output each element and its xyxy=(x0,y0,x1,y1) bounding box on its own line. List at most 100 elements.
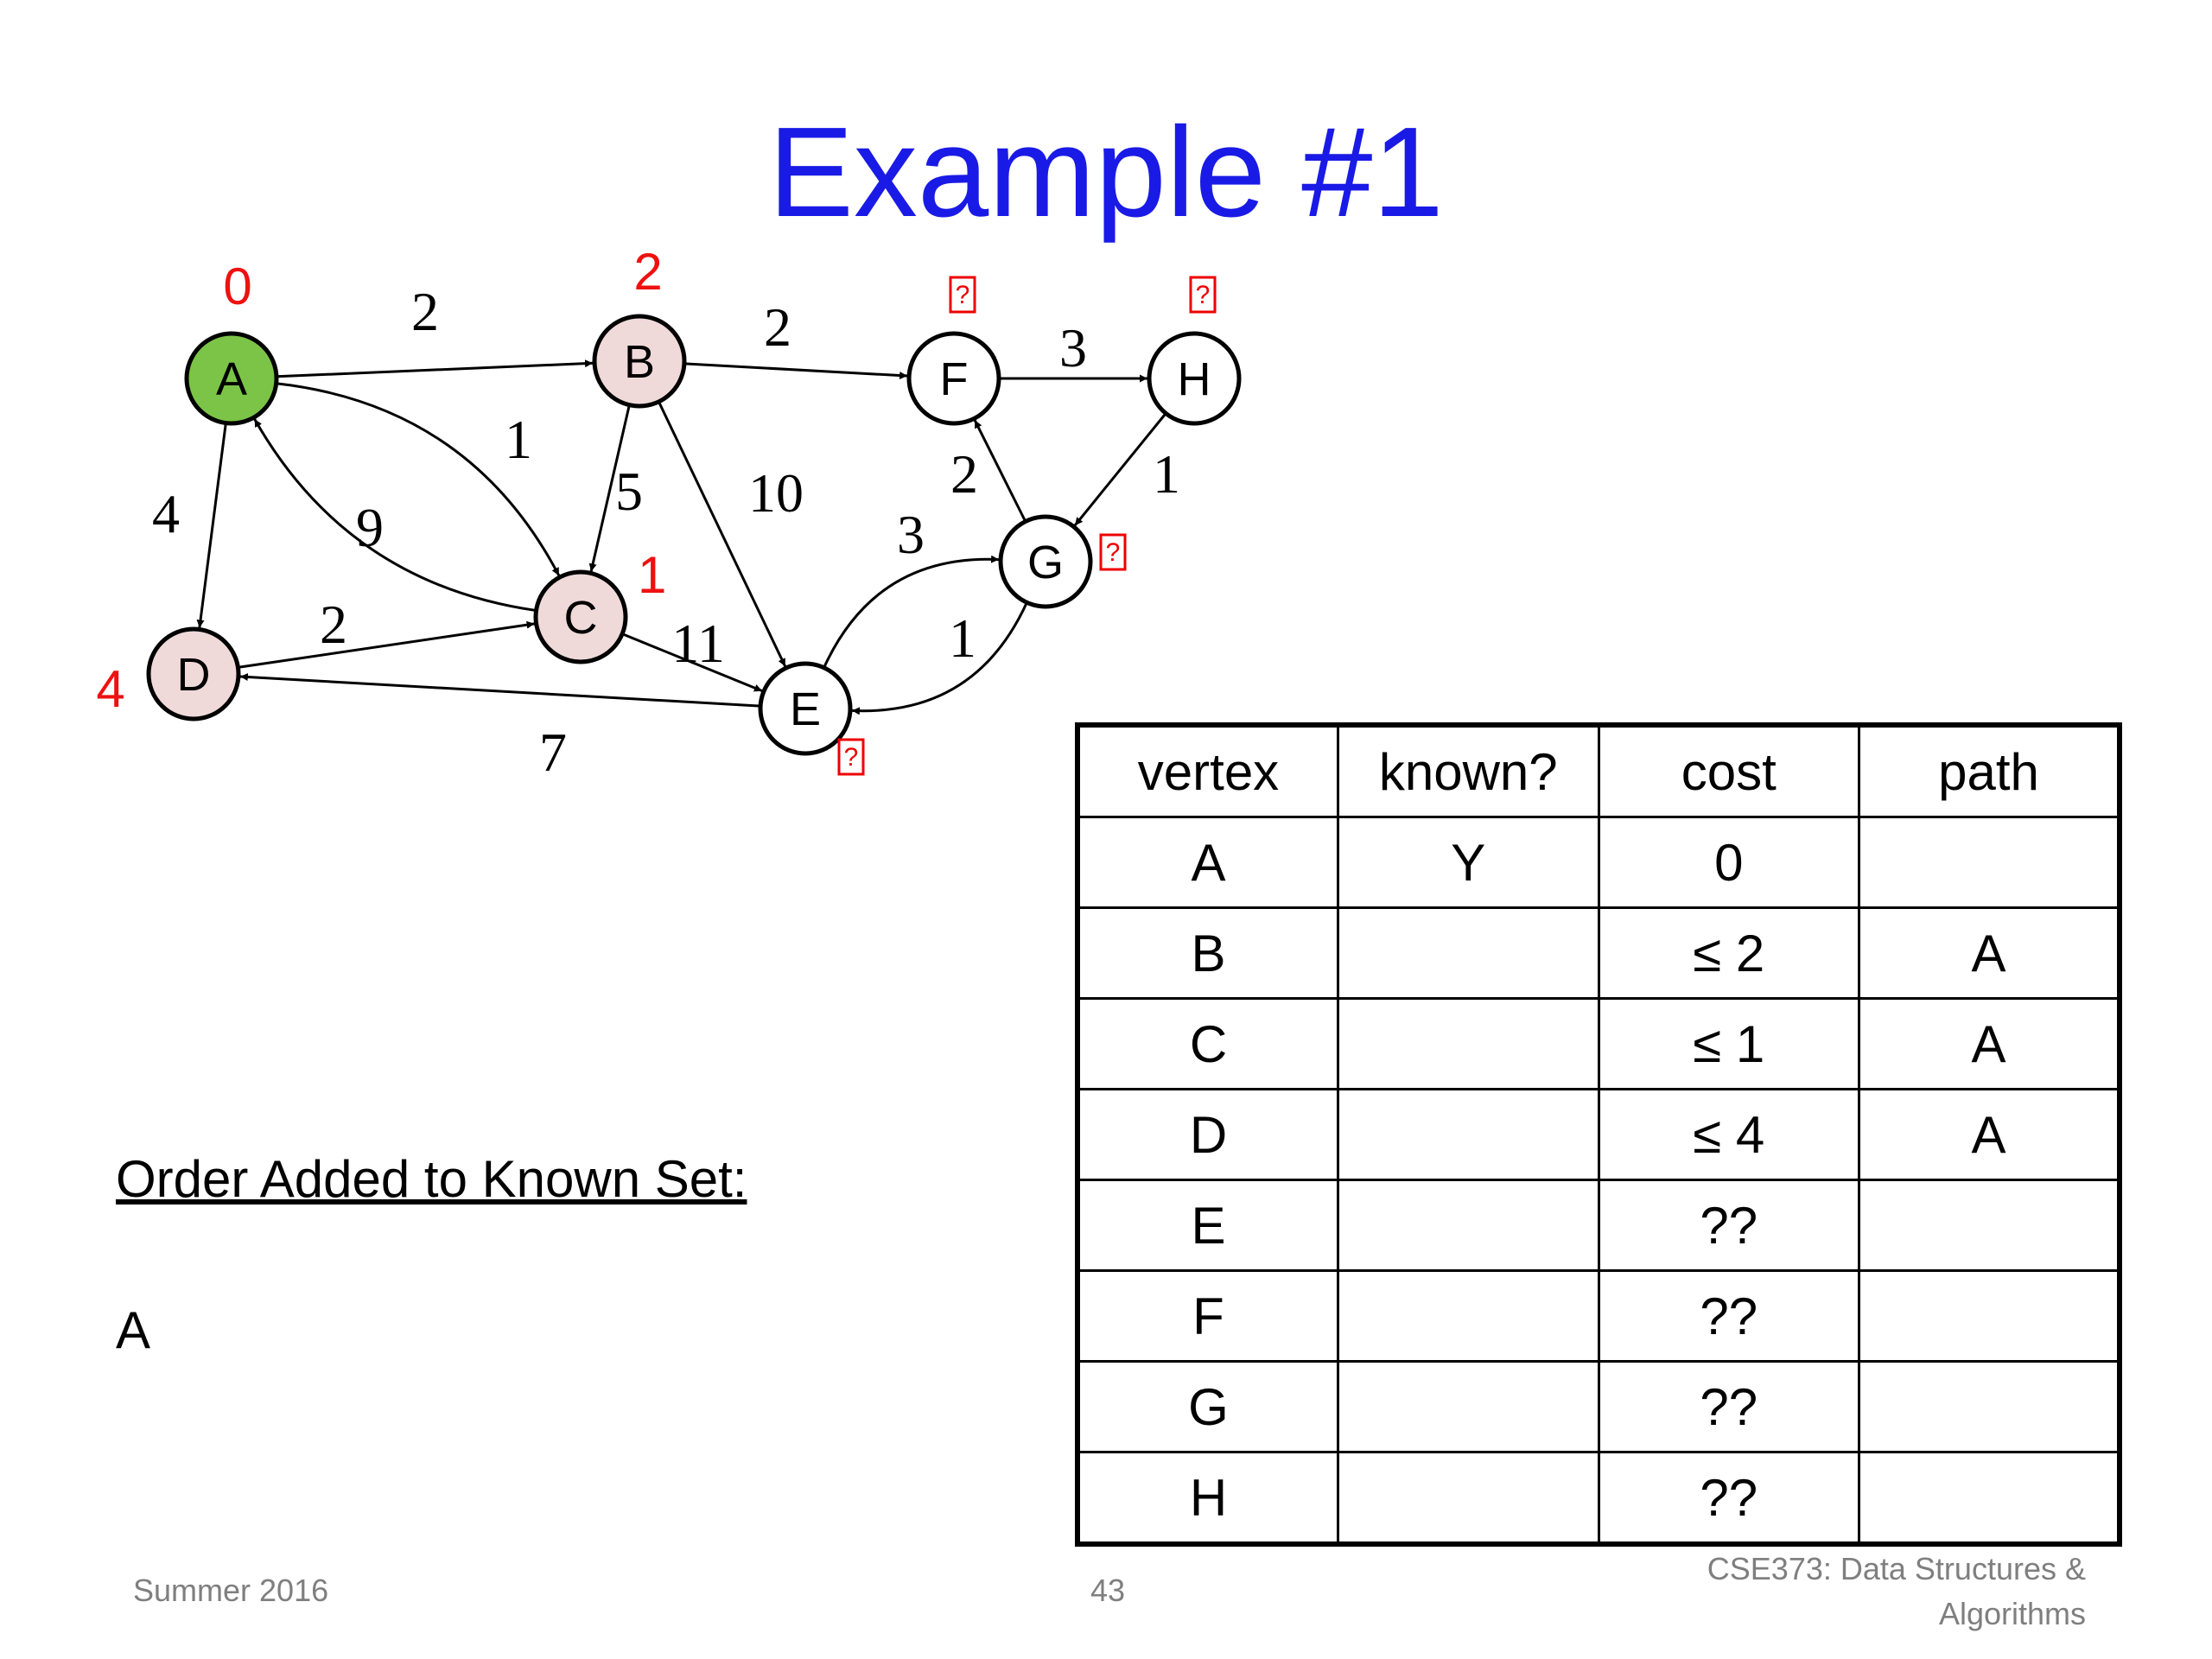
distance-label-D: 4 xyxy=(96,660,124,718)
cell-cost: ≤ 4 xyxy=(1597,1088,1860,1181)
edge-weight-G-E: 3 xyxy=(897,504,925,565)
node-label-D: D xyxy=(177,649,211,701)
cell-path xyxy=(1858,1360,2121,1453)
footer-course: CSE373: Data Structures & Algorithms xyxy=(1707,1547,2086,1637)
node-label-F: F xyxy=(940,353,969,405)
cell-vertex: C xyxy=(1076,997,1339,1090)
node-H: H xyxy=(1147,331,1242,426)
edge-weight-E-G: 1 xyxy=(949,607,976,669)
cell-vertex: B xyxy=(1076,906,1339,1000)
table-row: H ?? xyxy=(1076,1451,2121,1546)
node-circle-C xyxy=(533,569,628,664)
footer-date: Summer 2016 xyxy=(133,1573,329,1608)
cell-cost: ≤ 1 xyxy=(1597,997,1860,1090)
node-circle-E xyxy=(758,661,853,756)
table-row: G ?? xyxy=(1076,1360,2121,1453)
edge-B-F xyxy=(683,362,908,380)
distance-unknown-F: ? xyxy=(949,276,976,314)
node-circle-G xyxy=(998,514,1093,609)
node-circle-H xyxy=(1147,331,1242,426)
node-label-H: H xyxy=(1178,353,1211,405)
edge-weight-A-C: 1 xyxy=(505,409,532,470)
order-list: A xyxy=(116,1301,151,1359)
graph-nodes: A B C D E F G H xyxy=(146,314,1242,756)
distance-label-A: 0 xyxy=(223,257,251,315)
edge-B-E xyxy=(658,401,787,667)
node-E: E xyxy=(758,661,853,756)
cell-cost: ≤ 2 xyxy=(1597,906,1860,1000)
header-cost: cost xyxy=(1597,723,1860,818)
edge-weight-F-H: 3 xyxy=(1059,317,1087,378)
cell-path xyxy=(1858,1179,2121,1272)
footer-page-number: 43 xyxy=(1090,1573,1126,1608)
cell-known xyxy=(1337,1360,1600,1453)
edge-weight-G-F: 2 xyxy=(950,443,978,505)
node-F: F xyxy=(906,331,1001,426)
cell-known: Y xyxy=(1337,816,1600,909)
cell-known xyxy=(1337,1269,1600,1363)
cell-cost: ?? xyxy=(1597,1360,1860,1453)
edge-weight-C-A: 9 xyxy=(356,497,384,558)
cell-path: A xyxy=(1858,997,2121,1090)
edge-weight-B-C: 5 xyxy=(615,461,643,522)
table-row: E ?? xyxy=(1076,1179,2121,1272)
node-circle-D xyxy=(146,626,241,721)
edge-weight-A-B: 2 xyxy=(411,281,439,342)
cell-known xyxy=(1337,997,1600,1090)
distance-label-C: 1 xyxy=(638,546,666,604)
edge-A-D xyxy=(196,423,227,628)
cell-cost: ?? xyxy=(1597,1269,1860,1363)
edge-E-G xyxy=(823,555,1000,669)
node-label-E: E xyxy=(790,683,821,735)
table-row: D ≤ 4 A xyxy=(1076,1088,2121,1181)
edge-H-G xyxy=(1073,412,1167,527)
node-C: C xyxy=(533,569,628,664)
cell-vertex: D xyxy=(1076,1088,1339,1181)
distance-unknown-E: ? xyxy=(837,738,865,776)
edge-G-F xyxy=(973,419,1027,523)
cell-known xyxy=(1337,906,1600,1000)
edge-weight-B-F: 2 xyxy=(764,296,791,358)
svg-text:?: ? xyxy=(1196,281,1211,309)
order-heading: Order Added to Known Set: xyxy=(116,1150,747,1208)
svg-text:?: ? xyxy=(956,281,970,309)
cell-vertex: H xyxy=(1076,1451,1339,1546)
table-row: F ?? xyxy=(1076,1269,2121,1363)
header-vertex: vertex xyxy=(1076,723,1339,818)
edge-weight-C-E: 11 xyxy=(671,613,725,674)
graph-distance-labels: 0 2 1 4???? xyxy=(96,243,1217,776)
table-row: B ≤ 2 A xyxy=(1076,906,2121,1000)
cell-cost: ?? xyxy=(1597,1179,1860,1272)
table-row: C ≤ 1 A xyxy=(1076,997,2121,1090)
node-B: B xyxy=(592,314,687,409)
edge-weight-B-E: 10 xyxy=(748,462,804,524)
header-path: path xyxy=(1858,723,2121,818)
edge-C-E xyxy=(621,632,763,693)
edge-weight-H-G: 1 xyxy=(1153,443,1180,505)
node-label-A: A xyxy=(216,353,247,405)
edge-C-A xyxy=(253,418,537,613)
footer-course-line2: Algorithms xyxy=(1938,1596,2086,1631)
edge-weight-D-C: 2 xyxy=(320,594,347,655)
edge-weight-A-D: 4 xyxy=(152,483,180,544)
svg-text:?: ? xyxy=(1106,538,1121,567)
distance-unknown-H: ? xyxy=(1189,276,1217,314)
edge-G-E xyxy=(851,601,1028,715)
node-label-G: G xyxy=(1027,537,1064,588)
cell-known xyxy=(1337,1088,1600,1181)
table-header-row: vertex known? cost path xyxy=(1076,723,2121,818)
edge-E-D xyxy=(239,673,761,708)
node-D: D xyxy=(146,626,241,721)
table-row: A Y 0 xyxy=(1076,816,2121,909)
cell-path: A xyxy=(1858,1088,2121,1181)
slide-title: Example #1 xyxy=(768,101,1444,244)
node-circle-B xyxy=(592,314,687,409)
edge-A-B xyxy=(276,359,594,378)
cell-vertex: G xyxy=(1076,1360,1339,1453)
cell-path xyxy=(1858,1269,2121,1363)
node-circle-A xyxy=(184,331,279,426)
distance-label-B: 2 xyxy=(633,243,662,301)
node-A: A xyxy=(184,331,279,426)
